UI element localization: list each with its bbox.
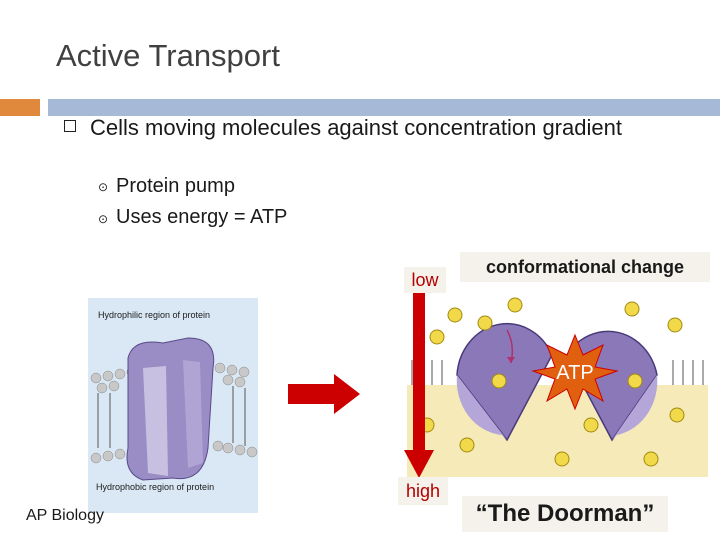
atp-label: ATP bbox=[556, 362, 593, 384]
gradient-high-label: high bbox=[398, 477, 448, 505]
title-rule bbox=[48, 99, 720, 116]
sub-bullet-atp: Uses energy = ATP bbox=[116, 206, 288, 228]
circle-dot-bullet-icon: ⊙ bbox=[97, 212, 109, 226]
doorman-caption: “The Doorman” bbox=[462, 496, 668, 532]
hydrophobic-label: Hydrophobic region of protein bbox=[96, 482, 214, 492]
main-bullet: Cells moving molecules against concentra… bbox=[90, 115, 622, 140]
slide-title: Active Transport bbox=[56, 38, 280, 73]
conformational-change-caption: conformational change bbox=[460, 252, 710, 282]
membrane-protein-figure: Hydrophilic region of protein Hydrophobi… bbox=[88, 298, 258, 513]
hydrophilic-label: Hydrophilic region of protein bbox=[98, 310, 210, 320]
square-bullet-icon bbox=[64, 120, 76, 132]
accent-bar bbox=[0, 99, 40, 116]
right-arrow-icon bbox=[288, 374, 360, 414]
sub-bullet-protein-pump: Protein pump bbox=[116, 175, 235, 197]
pump-figure: ATP bbox=[407, 275, 708, 477]
footer-label: AP Biology bbox=[26, 507, 104, 524]
gradient-low-label: low bbox=[404, 267, 446, 293]
circle-dot-bullet-icon: ⊙ bbox=[97, 180, 109, 194]
gradient-arrow-icon bbox=[404, 288, 434, 478]
